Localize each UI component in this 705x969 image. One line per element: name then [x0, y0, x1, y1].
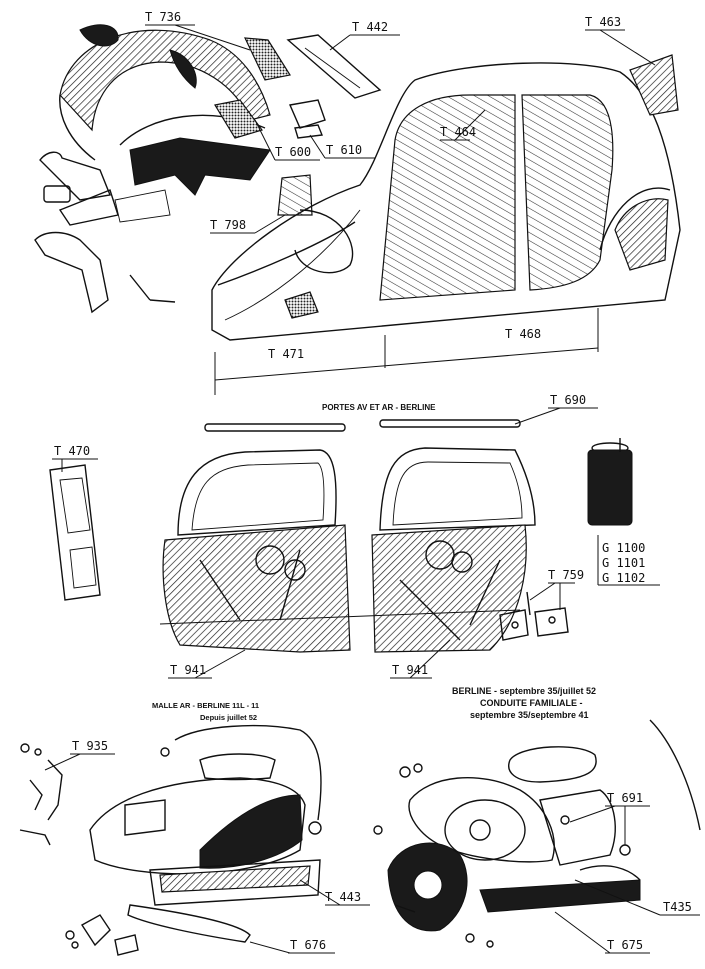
- label-t463: T 463: [585, 15, 621, 29]
- vent-screen: [244, 37, 291, 81]
- label-g1102: G 1102: [602, 571, 645, 585]
- rear-door-glass: [521, 94, 614, 291]
- hinge-parts: [499, 591, 569, 641]
- rear-roof-corner: [629, 54, 679, 116]
- label-g1100: G 1100: [602, 541, 645, 555]
- caption-berline-1: BERLINE - septembre 35/juillet 52: [452, 686, 596, 696]
- label-t470: T 470: [54, 444, 90, 458]
- label-t798: T 798: [210, 218, 246, 232]
- top-leader-lines: [145, 24, 656, 234]
- label-t443: T 443: [325, 890, 361, 904]
- label-t435: T435: [663, 900, 692, 914]
- caption-trunk-2: Depuis juillet 52: [200, 713, 257, 722]
- label-t471: T 471: [268, 347, 304, 361]
- label-g1101: G 1101: [602, 556, 645, 570]
- label-t610: T 610: [326, 143, 362, 157]
- caption-berline-2: CONDUITE FAMILIALE -: [480, 698, 583, 708]
- label-t736: T 736: [145, 10, 181, 24]
- label-t690: T 690: [550, 393, 586, 407]
- trunk-assembly: [89, 725, 322, 943]
- small-parts-t935: [19, 743, 63, 846]
- caption-trunk-1: MALLE AR - BERLINE 11L - 11: [152, 701, 259, 710]
- front-fender: [59, 24, 271, 161]
- trim-roll: [587, 438, 633, 526]
- trunk-hardware: [65, 914, 139, 956]
- grille-screen: [214, 99, 263, 139]
- bracket-parts: [34, 151, 176, 314]
- label-t600: T 600: [275, 145, 311, 159]
- door-pillar: [49, 464, 101, 601]
- label-t464: T 464: [440, 125, 476, 139]
- small-bracket: [289, 99, 326, 129]
- label-t675: T 675: [607, 938, 643, 952]
- label-t468: T 468: [505, 327, 541, 341]
- label-t941-front: T 941: [170, 663, 206, 677]
- label-t759: T 759: [548, 568, 584, 582]
- rear-door: [371, 447, 536, 653]
- label-t442: T 442: [352, 20, 388, 34]
- hinge-strip: [286, 34, 382, 99]
- spare-wheel-assembly: [387, 719, 701, 932]
- label-t935: T 935: [72, 739, 108, 753]
- label-t691: T 691: [607, 791, 643, 805]
- caption-berline-3: septembre 35/septembre 41: [470, 710, 589, 720]
- dimension-lines: [214, 308, 599, 395]
- front-door: [162, 449, 351, 653]
- front-door-glass: [379, 94, 516, 301]
- body-side-panel: [211, 54, 681, 341]
- door-seal-strips: [204, 419, 521, 432]
- quarter-glass: [277, 174, 313, 216]
- caption-doors: PORTES AV ET AR - BERLINE: [322, 403, 436, 412]
- clip-t610: [294, 124, 323, 139]
- spare-wheel-hardware: [373, 763, 494, 948]
- label-t941-rear: T 941: [392, 663, 428, 677]
- label-t676: T 676: [290, 938, 326, 952]
